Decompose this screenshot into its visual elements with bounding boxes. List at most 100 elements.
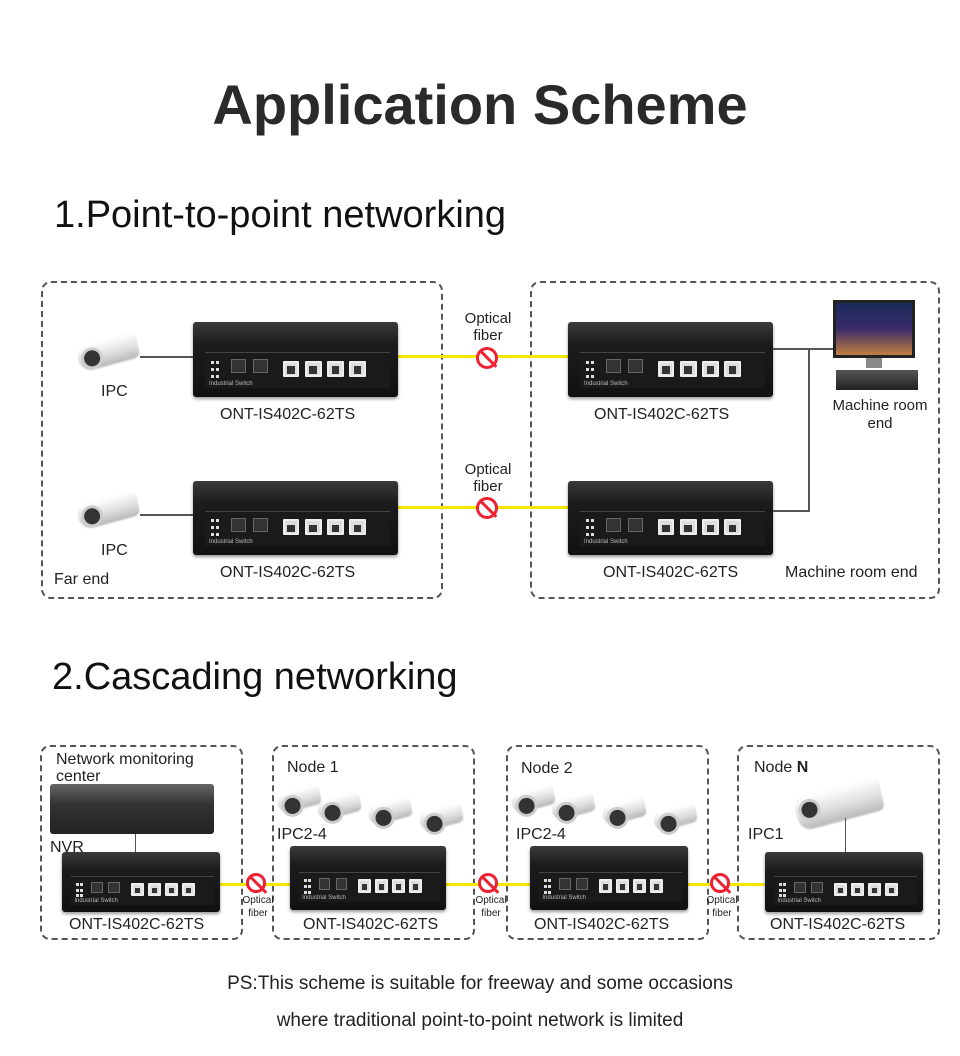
sfp-port-icon: [811, 882, 823, 894]
front-panel: Industrial Switch: [580, 510, 765, 547]
led-icon: [591, 374, 595, 378]
model-label: ONT-IS402C-62TS: [303, 916, 439, 933]
section2-heading: 2.Cascading networking: [52, 656, 458, 698]
switch-device: Industrial Switch: [568, 481, 773, 555]
ethernet-port-icon: [349, 360, 366, 377]
ethernet-port-icon: [304, 519, 322, 536]
led-icon: [210, 374, 214, 378]
ethernet-port-icon: [724, 519, 741, 536]
ethernet-port-icon: [375, 879, 388, 893]
front-panel: Industrial Switch: [580, 352, 765, 388]
switch-device: Industrial Switch: [62, 852, 220, 912]
sfp-port-icon: [794, 882, 806, 894]
node-prefix: Node: [754, 759, 797, 776]
node2-box: [506, 745, 709, 940]
ethernet-port-icon: [868, 883, 882, 896]
device-brand-label: Industrial Switch: [74, 897, 118, 904]
sfp-port-icon: [91, 882, 103, 894]
ipc-group-label: IPC2-4: [516, 826, 566, 843]
ethernet-port-icon: [304, 360, 322, 377]
front-panel: Industrial Switch: [299, 871, 440, 903]
front-panel: Industrial Switch: [774, 876, 917, 905]
led-icon: [75, 883, 79, 887]
ethernet-port-icon: [657, 519, 675, 536]
ethernet-port-icon: [885, 883, 899, 896]
node1-label: Node 1: [287, 759, 339, 776]
sfp-port-icon: [606, 517, 621, 532]
led-icon: [303, 891, 307, 895]
nvr-label: NVR: [50, 839, 84, 856]
model-label: ONT-IS402C-62TS: [534, 916, 670, 933]
ethernet-port-icon: [679, 519, 697, 536]
switch-device: Industrial Switch: [193, 322, 398, 397]
switch-device: Industrial Switch: [290, 846, 446, 910]
far-end-box: [41, 281, 443, 599]
switch-device: Industrial Switch: [530, 846, 688, 910]
ethernet-port-icon: [724, 360, 741, 377]
ipc-label: IPC: [101, 383, 128, 400]
sfp-port-icon: [559, 877, 571, 890]
fiber-icon: [478, 873, 498, 893]
led-icon: [303, 885, 307, 889]
note-line-1: PS:This scheme is suitable for freeway a…: [227, 973, 733, 994]
ethernet-port-icon: [282, 519, 300, 536]
sfp-port-icon: [335, 877, 348, 890]
led-icon: [80, 894, 83, 898]
model-label: ONT-IS402C-62TS: [220, 406, 356, 423]
switch-device: Industrial Switch: [193, 481, 398, 555]
model-label: ONT-IS402C-62TS: [594, 406, 730, 423]
sfp-port-icon: [606, 359, 621, 374]
node-n: N: [796, 759, 809, 776]
monitoring-center-box: [40, 745, 243, 940]
sfp-port-icon: [576, 877, 588, 890]
ethernet-port-icon: [358, 879, 371, 893]
led-icon: [307, 885, 311, 889]
ethernet-port-icon: [165, 883, 179, 896]
ethernet-port-icon: [327, 360, 344, 377]
led-icon: [80, 888, 83, 892]
ethernet-port-icon: [392, 879, 405, 893]
monitoring-center-label: Network monitoring center: [56, 751, 194, 785]
machine-room-end-label: Machine room end: [785, 564, 918, 581]
sfp-port-icon: [231, 359, 246, 374]
led-icon: [591, 360, 595, 364]
device-brand-label: Industrial Switch: [302, 895, 346, 902]
ethernet-port-icon: [650, 879, 664, 893]
ethernet-port-icon: [834, 883, 847, 896]
led-icon: [216, 519, 220, 523]
monitor-stand: [866, 358, 882, 368]
led-icon: [585, 519, 589, 523]
optical-fiber-label: Optical fiber: [464, 310, 512, 344]
node2-label: Node 2: [521, 760, 573, 777]
ethernet-port-icon: [182, 883, 196, 896]
cable: [808, 348, 810, 512]
sfp-port-icon: [628, 517, 644, 532]
led-icon: [210, 533, 214, 536]
led-icon: [548, 879, 551, 883]
led-icon: [591, 367, 595, 371]
cable: [140, 514, 194, 516]
fiber-icon: [710, 873, 730, 893]
sfp-port-icon: [628, 359, 644, 374]
led-icon: [210, 360, 214, 364]
led-icon: [307, 891, 311, 895]
front-panel: Industrial Switch: [71, 876, 214, 905]
model-label: ONT-IS402C-62TS: [69, 916, 205, 933]
led-icon: [585, 374, 589, 378]
device-brand-label: Industrial Switch: [583, 538, 628, 545]
sfp-port-icon: [253, 517, 269, 532]
led-icon: [210, 526, 214, 530]
monitor-icon: [833, 300, 915, 358]
led-icon: [783, 888, 786, 892]
led-icon: [75, 894, 79, 898]
switch-device: Industrial Switch: [765, 852, 923, 912]
ethernet-port-icon: [679, 360, 697, 377]
cable: [135, 834, 136, 852]
device-brand-label: Industrial Switch: [208, 380, 253, 387]
model-label: ONT-IS402C-62TS: [770, 916, 906, 933]
led-icon: [543, 891, 547, 895]
sfp-port-icon: [253, 359, 269, 374]
led-icon: [216, 526, 220, 530]
